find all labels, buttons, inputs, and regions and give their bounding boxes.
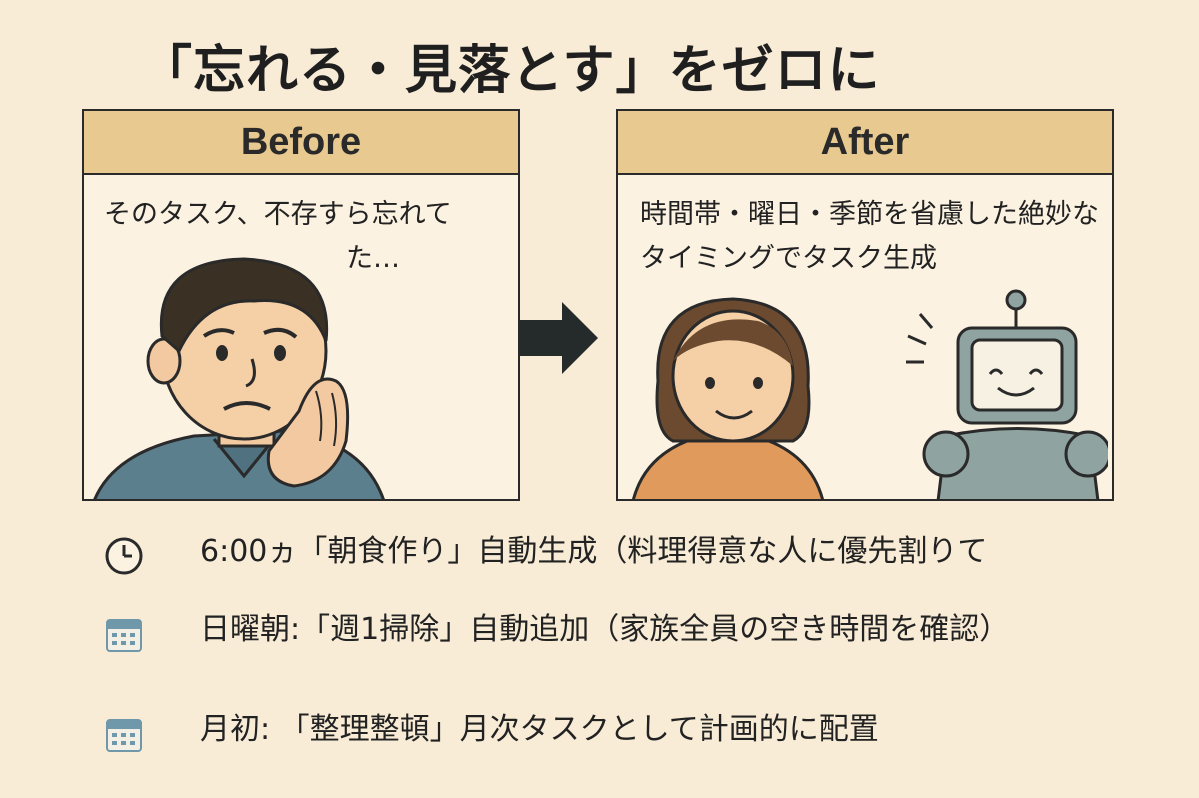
after-caption: 時間帯・曜日・季節を省慮した絶妙なタイミングでタスク生成	[640, 199, 1099, 274]
calendar-icon	[106, 619, 142, 652]
worried-man-illustration	[93, 257, 385, 499]
after-header: After	[618, 111, 1112, 175]
after-panel: After 時間帯・曜日・季節を省慮した絶妙なタイミングでタスク生成	[616, 109, 1114, 501]
woman-illustration	[632, 297, 824, 499]
right-arrow-icon	[520, 302, 598, 374]
list-item-text: 日曜朝:「週1掃除」自動追加（家族全員の空き時間を確認）	[200, 612, 1010, 647]
list-item-text: 6:00ヵ「朝食作り」自動生成（料理得意な人に優先割りて	[200, 534, 988, 569]
before-caption-line2: た…	[346, 243, 400, 274]
robot-illustration	[906, 289, 1108, 499]
before-header: Before	[84, 111, 518, 175]
calendar-icon	[106, 719, 142, 752]
before-panel: Before そのタスク、不存すら忘れて た…	[82, 109, 520, 501]
before-caption-line1: そのタスク、不存すら忘れて	[104, 199, 452, 230]
clock-icon	[105, 537, 143, 575]
page-title: 「忘れる・見落とす」をゼロに	[140, 41, 881, 101]
list-item-text: 月初: 「整理整頓」月次タスクとして計画的に配置	[200, 712, 879, 747]
